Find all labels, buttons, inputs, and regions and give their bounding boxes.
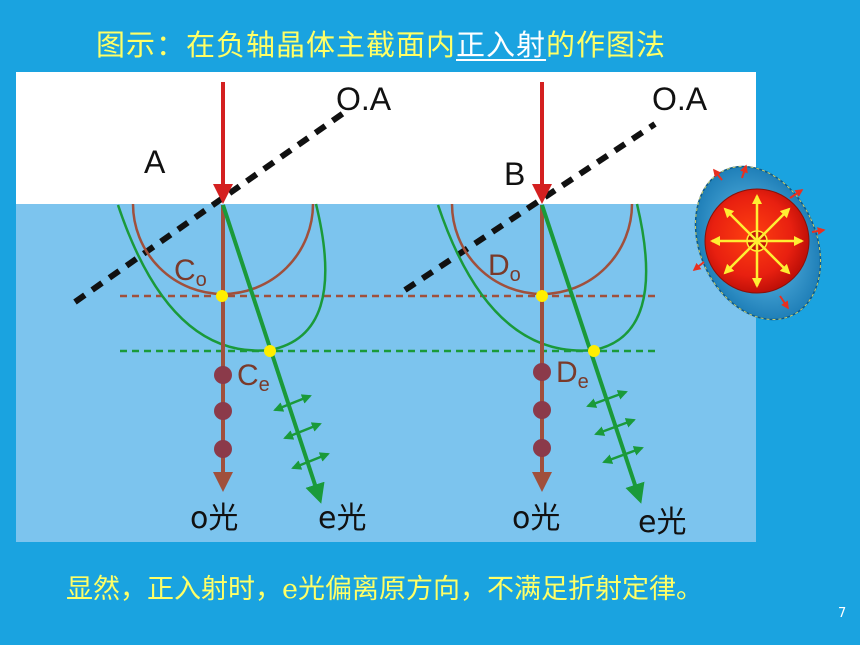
title-highlight: 正入射 xyxy=(456,28,547,62)
do-sub: o xyxy=(510,264,521,286)
e-ray-label-right: e光 xyxy=(638,505,686,540)
o-dot-left xyxy=(214,440,232,458)
optic-axis-right xyxy=(403,121,657,293)
e-polarization-arrow-left xyxy=(273,394,312,412)
ce-point-marker xyxy=(264,345,276,357)
caption-text: 显然，正入射时，e光偏离原方向，不满足折射定律。 xyxy=(66,574,703,605)
optic-axis-label-right: O.A xyxy=(652,81,708,117)
de-point-marker xyxy=(588,345,600,357)
de-label: De xyxy=(556,356,589,393)
o-ray-label-right: o光 xyxy=(512,501,560,536)
ce-label: Ce xyxy=(237,359,270,396)
do-main: D xyxy=(488,249,510,282)
o-dot-left xyxy=(214,402,232,420)
ce-sub: e xyxy=(259,374,270,396)
e-polarization-arrow-right xyxy=(602,446,644,464)
o-dot-right xyxy=(533,439,551,457)
o-dot-right xyxy=(533,401,551,419)
e-polarization-arrow-left xyxy=(283,422,322,440)
co-point-marker xyxy=(216,290,228,302)
e-ray-label-left: e光 xyxy=(318,501,366,536)
optic-axis-label-left: O.A xyxy=(336,81,392,117)
optic-axis-left xyxy=(73,109,347,305)
title-suffix: 的作图法 xyxy=(546,28,667,62)
point-label-a: A xyxy=(144,144,166,180)
do-label: Do xyxy=(488,249,521,286)
de-main: D xyxy=(556,356,578,389)
co-sub: o xyxy=(196,269,207,291)
e-polarization-arrow-left xyxy=(291,452,330,470)
o-dot-right xyxy=(533,363,551,381)
do-point-marker xyxy=(536,290,548,302)
e-polarization-arrow-right xyxy=(586,390,628,408)
ce-main: C xyxy=(237,359,259,392)
slide-title: 图示：在负轴晶体主截面内正入射的作图法 xyxy=(96,22,666,64)
o-ray-label-left: o光 xyxy=(190,501,238,536)
de-sub: e xyxy=(578,371,589,393)
co-label: Co xyxy=(174,254,207,291)
point-label-b: B xyxy=(504,156,525,192)
e-polarization-arrow-right xyxy=(594,418,636,436)
co-main: C xyxy=(174,254,196,287)
page-number: 7 xyxy=(838,606,847,621)
o-dot-left xyxy=(214,366,232,384)
wave-surface-icon xyxy=(692,164,826,321)
title-prefix: 图示：在负轴晶体主截面内 xyxy=(96,28,457,62)
